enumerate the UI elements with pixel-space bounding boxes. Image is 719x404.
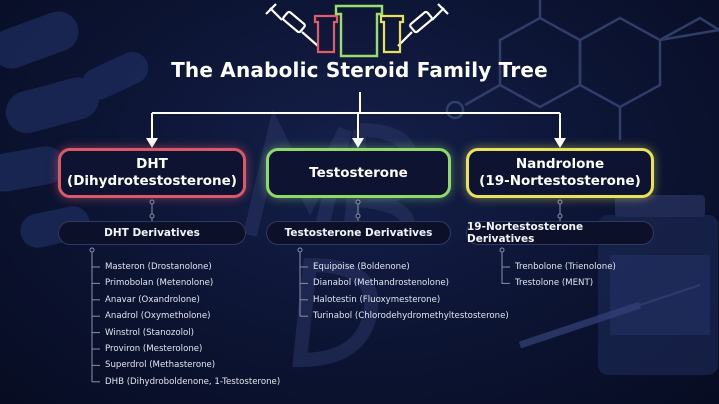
derivatives-list-nandrolone: Trenbolone (Trienolone) Trestolone (MENT… bbox=[515, 259, 616, 292]
list-item: Equipoise (Boldenone) bbox=[313, 262, 410, 272]
derivatives-label-dht: DHT Derivatives bbox=[58, 221, 246, 245]
syringe-icon bbox=[265, 3, 319, 47]
family-name: DHT bbox=[136, 156, 168, 172]
pills-graphic bbox=[0, 11, 149, 248]
vial-icon bbox=[313, 14, 339, 54]
syringe-icon bbox=[397, 3, 449, 47]
list-item: Halotestin (Fluoxymesterone) bbox=[313, 294, 441, 305]
syringe-icon bbox=[518, 284, 701, 349]
family-subname: (19-Nortestosterone) bbox=[479, 173, 641, 189]
list-item: Turinabol (Chlorodehydromethyltestostero… bbox=[313, 311, 509, 322]
list-item: Anadrol (Oxymetholone) bbox=[105, 311, 211, 322]
list-item: Trestolone (MENT) bbox=[515, 278, 594, 289]
derivatives-label-testosterone: Testosterone Derivatives bbox=[266, 221, 451, 245]
list-item: Winstrol (Stanozolol) bbox=[105, 327, 195, 338]
list-item: Dianabol (Methandrostenolone) bbox=[313, 278, 450, 289]
derivatives-list-dht: Masteron (Drostanolone) Primobolan (Mete… bbox=[105, 259, 280, 390]
family-name: Nandrolone bbox=[515, 156, 605, 172]
list-item: Masteron (Drostanolone) bbox=[105, 262, 212, 272]
derivatives-list-testosterone: Equipoise (Boldenone) Dianabol (Methandr… bbox=[313, 259, 509, 325]
list-item: Proviron (Mesterolone) bbox=[105, 343, 203, 354]
derivatives-label-nandrolone: 19-Nortestosterone Derivatives bbox=[466, 221, 654, 245]
list-item: Primobolan (Metenolone) bbox=[105, 278, 214, 289]
list-item: DHB (Dihydroboldenone, 1-Testosterone) bbox=[105, 376, 281, 387]
vial-icon bbox=[334, 4, 384, 58]
family-box-dht: DHT (Dihydrotestosterone) bbox=[58, 148, 246, 198]
list-item: Superdrol (Methasterone) bbox=[105, 360, 216, 371]
vial-icon bbox=[379, 14, 405, 54]
family-box-nandrolone: Nandrolone (19-Nortestosterone) bbox=[466, 148, 654, 198]
family-name: Testosterone bbox=[309, 164, 408, 181]
list-item: Anavar (Oxandrolone) bbox=[105, 294, 200, 305]
molecule-icon bbox=[445, 0, 719, 140]
vial-icon bbox=[598, 195, 718, 375]
family-box-testosterone: Testosterone bbox=[266, 148, 451, 198]
family-subname: (Dihydrotestosterone) bbox=[67, 173, 237, 189]
page-title: The Anabolic Steroid Family Tree bbox=[171, 58, 548, 82]
list-item: Trenbolone (Trienolone) bbox=[515, 262, 616, 272]
